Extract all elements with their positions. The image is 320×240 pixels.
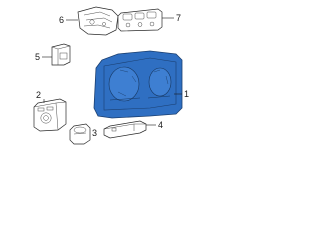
callout-2: 2 [36, 90, 41, 100]
callout-4: 4 [158, 120, 163, 130]
parts-diagram: 6 7 5 1 2 4 3 [33, 6, 189, 145]
part-2-headlamp-switch [33, 98, 67, 132]
callout-3: 3 [92, 128, 97, 138]
part-6-switch-assembly [77, 6, 119, 36]
callout-6: 6 [59, 15, 64, 25]
callout-1: 1 [184, 89, 189, 99]
callout-5: 5 [35, 52, 40, 62]
part-7-control-panel [117, 8, 163, 32]
small-button-part [69, 123, 91, 145]
part-4-long-module [103, 120, 147, 139]
leader-lines [42, 17, 182, 126]
part-1-instrument-cluster [93, 50, 183, 119]
callout-7: 7 [176, 13, 181, 23]
part-5-connector-module [51, 43, 71, 66]
